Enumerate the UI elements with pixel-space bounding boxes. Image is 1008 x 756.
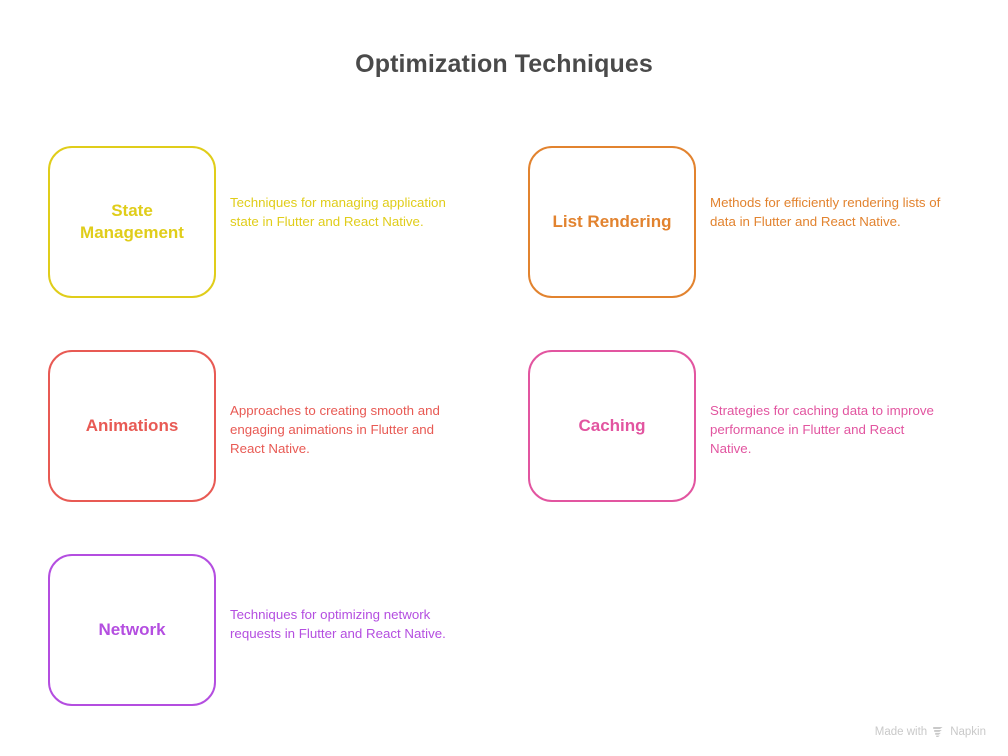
- card-description: Techniques for managing application stat…: [230, 195, 446, 229]
- card-label: Network: [98, 619, 166, 639]
- card-description: Techniques for optimizing network reques…: [230, 607, 446, 641]
- card-box-caching[interactable]: Caching: [528, 350, 696, 502]
- page-title: Optimization Techniques: [355, 50, 653, 78]
- card-label: List Rendering: [552, 211, 672, 231]
- watermark: Made with Napkin: [875, 725, 986, 738]
- card-description: Strategies for caching data to improve p…: [710, 403, 934, 456]
- card-box-animations[interactable]: Animations: [48, 350, 216, 502]
- card-label: Animations: [85, 415, 179, 435]
- card-box-network[interactable]: Network: [48, 554, 216, 706]
- card-label: State Management: [80, 200, 184, 242]
- card-box-state-management[interactable]: State Management: [48, 146, 216, 298]
- card-description: Methods for efficiently rendering lists …: [710, 195, 941, 229]
- card-label: Caching: [578, 415, 646, 435]
- card-description: Approaches to creating smooth and engagi…: [230, 403, 440, 456]
- watermark-prefix: Made with: [874, 725, 928, 738]
- watermark-brand: Napkin: [950, 725, 986, 738]
- napkin-logo-icon: [932, 725, 945, 738]
- card-box-list-rendering[interactable]: List Rendering: [528, 146, 696, 298]
